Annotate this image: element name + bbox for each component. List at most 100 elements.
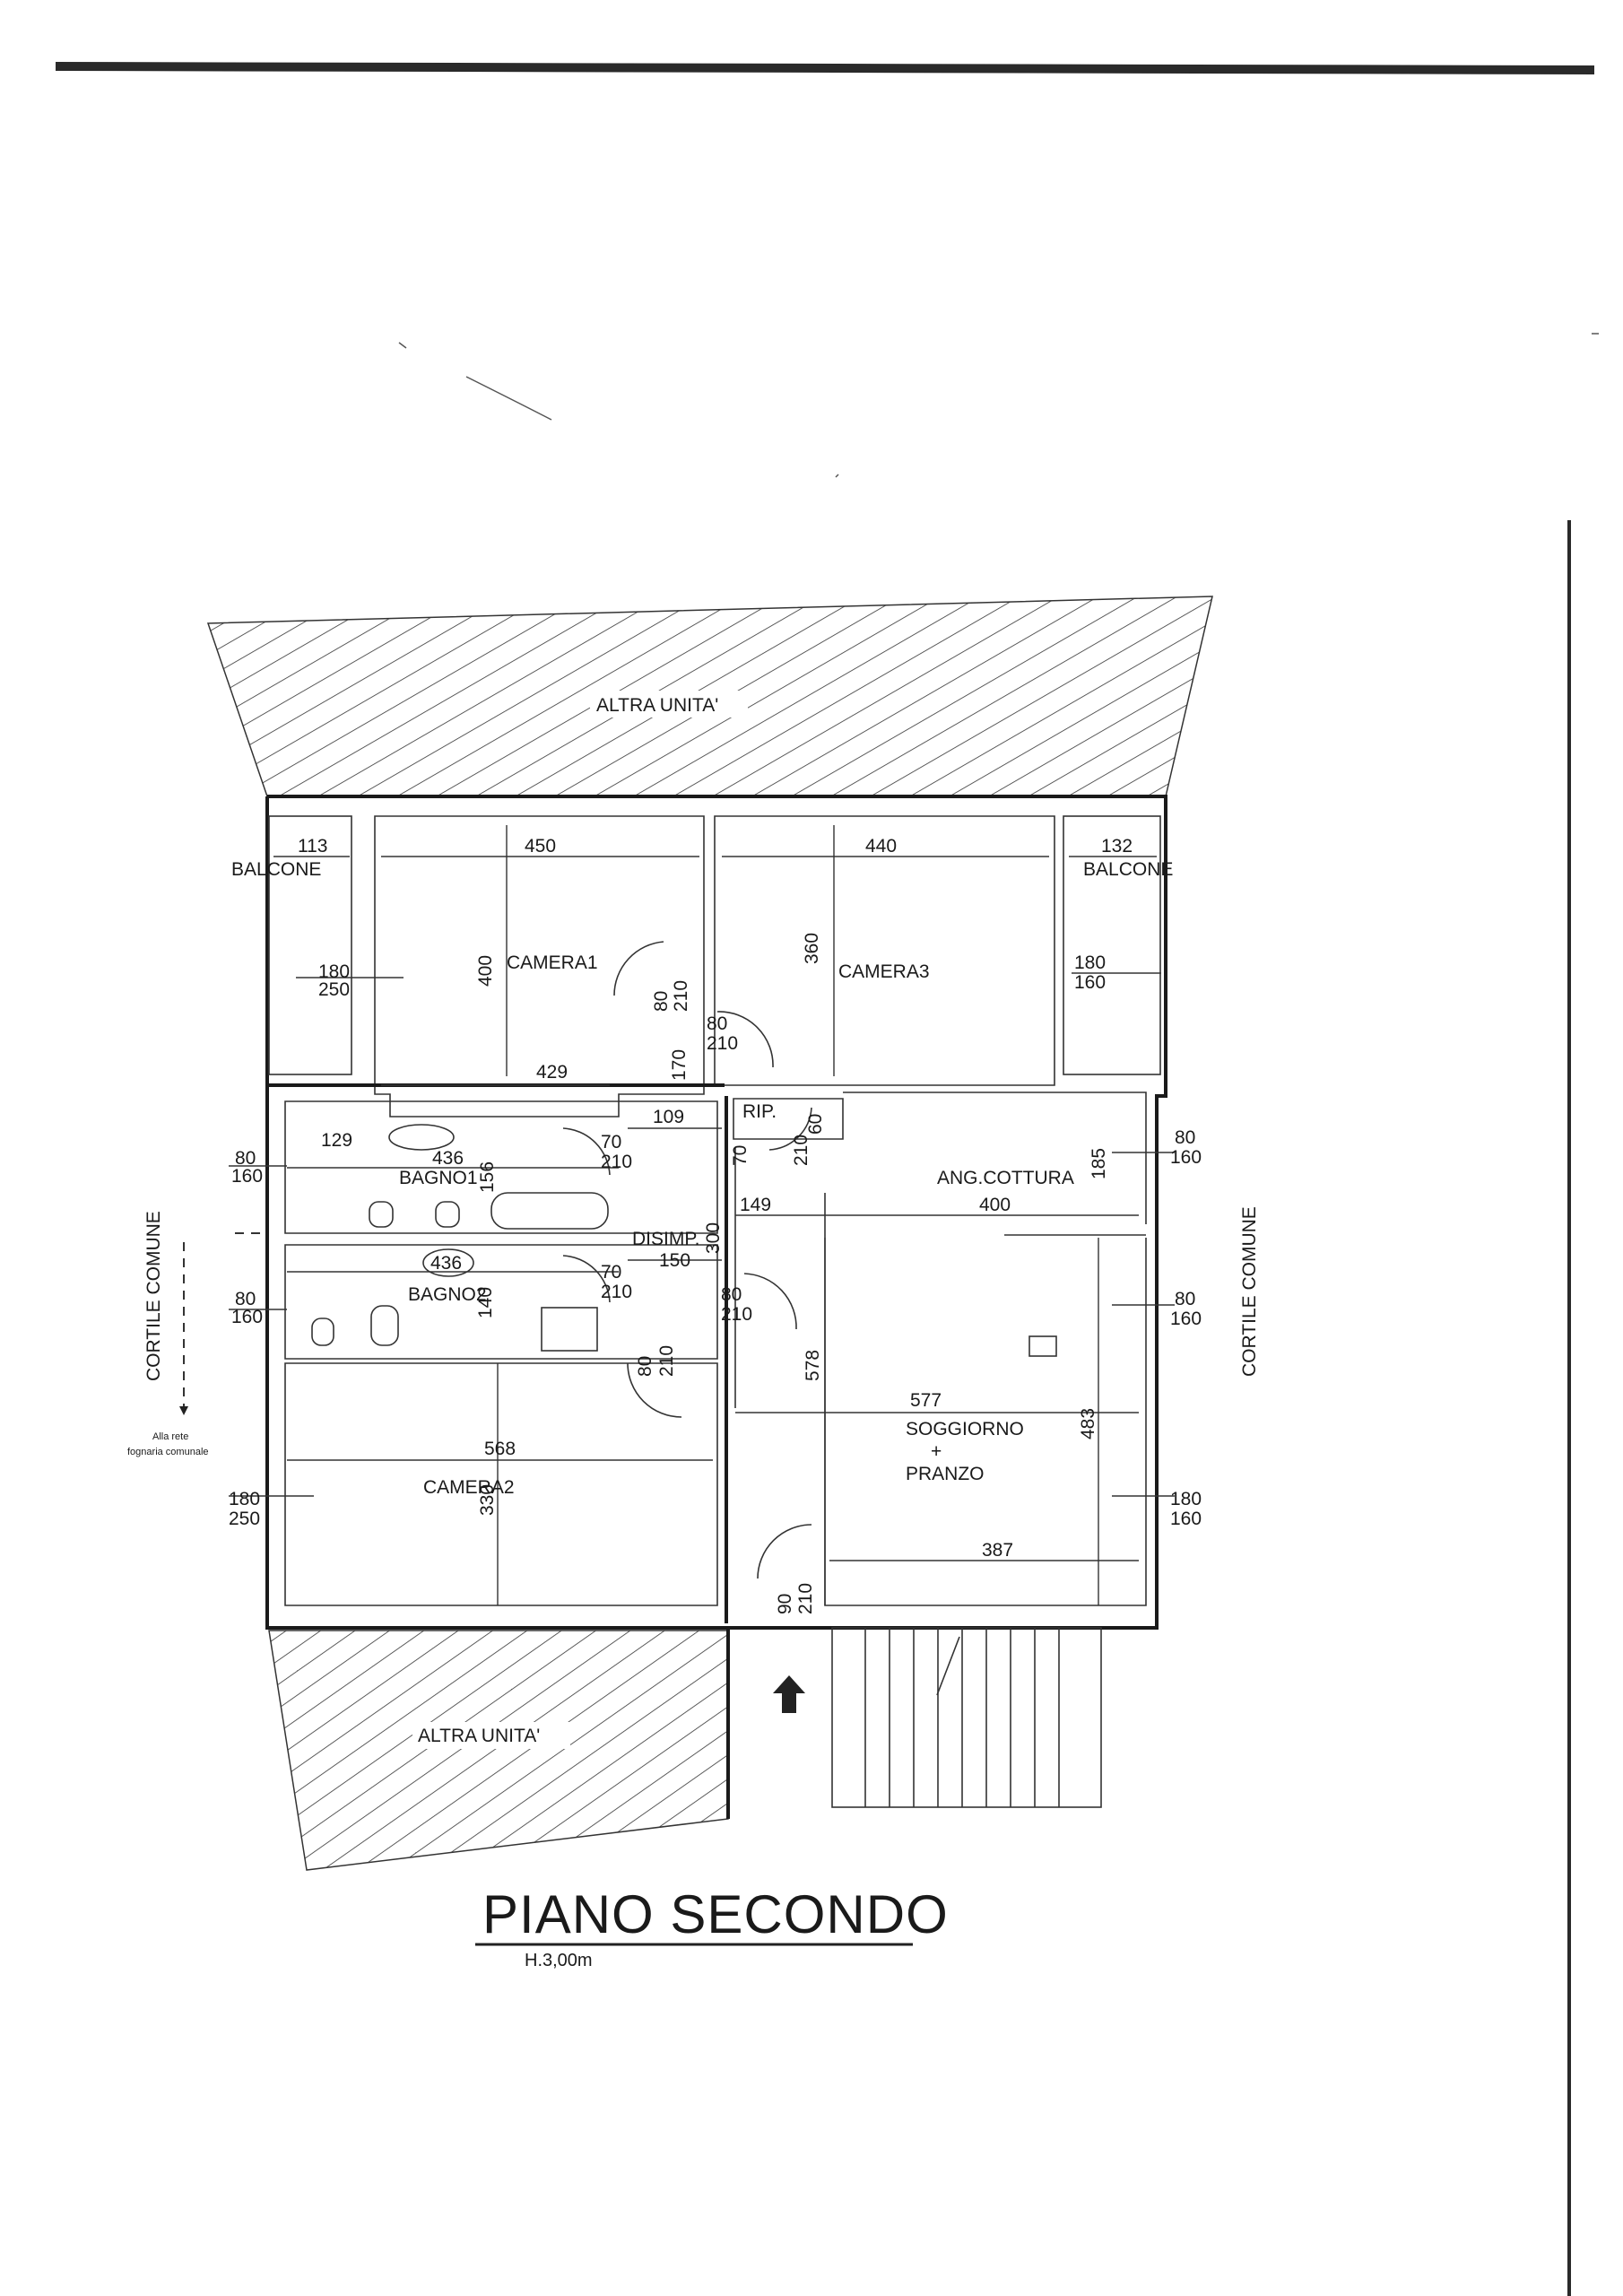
svg-text:568: 568 [484, 1439, 516, 1459]
svg-text:180: 180 [318, 961, 350, 982]
svg-text:70: 70 [730, 1145, 751, 1166]
svg-text:109: 109 [653, 1107, 684, 1127]
svg-text:210: 210 [791, 1135, 812, 1166]
svg-text:210: 210 [601, 1152, 632, 1172]
svg-text:60: 60 [805, 1114, 826, 1135]
svg-text:210: 210 [671, 980, 691, 1012]
shower-tray-icon [541, 1307, 598, 1352]
plan-title: PIANO SECONDO [482, 1884, 949, 1944]
svg-text:180: 180 [229, 1489, 260, 1509]
room-balcone-left: BALCONE [231, 859, 321, 880]
svg-text:80: 80 [707, 1013, 727, 1034]
neighbor-top-label-bg [590, 691, 748, 718]
wc-1-icon [435, 1201, 460, 1228]
svg-text:210: 210 [707, 1033, 738, 1054]
building-walls [265, 795, 1167, 1819]
svg-text:180: 180 [1074, 952, 1106, 973]
courtyard-right-label: CORTILE COMUNE [1239, 1206, 1260, 1377]
svg-text:440: 440 [865, 836, 897, 857]
bidet-1-icon [369, 1201, 394, 1228]
neighbor-top-label: ALTRA UNITA' [596, 695, 718, 716]
svg-text:160: 160 [1170, 1147, 1202, 1168]
svg-text:90: 90 [775, 1594, 795, 1614]
room-bagno1: BAGNO1 [399, 1168, 478, 1188]
door-swings [562, 941, 812, 1579]
sewer-arrow-icon [179, 1406, 188, 1415]
room-disimp: DISIMP. [632, 1229, 699, 1249]
svg-text:436: 436 [432, 1148, 464, 1169]
svg-text:210: 210 [721, 1304, 752, 1325]
svg-text:429: 429 [536, 1062, 568, 1083]
sewer-line [183, 1232, 267, 1408]
svg-text:160: 160 [231, 1307, 263, 1327]
svg-text:210: 210 [601, 1282, 632, 1302]
svg-text:160: 160 [231, 1166, 263, 1187]
svg-text:250: 250 [229, 1509, 260, 1529]
svg-text:156: 156 [477, 1161, 498, 1193]
room-balcone-right: BALCONE [1083, 859, 1173, 880]
neighbor-bottom-hatch [268, 1630, 729, 1871]
svg-text:300: 300 [703, 1222, 724, 1254]
neighbor-bottom-label-bg [412, 1722, 570, 1749]
room-camera2: CAMERA2 [423, 1477, 515, 1498]
sewer-note-line1: Alla rete [152, 1431, 188, 1442]
dimension-labels: 113 450 440 132 400 360 429 109 129 436 … [298, 836, 1133, 1561]
room-rip: RIP. [742, 1101, 777, 1122]
svg-text:80: 80 [1175, 1127, 1195, 1148]
room-camera1: CAMERA1 [507, 952, 598, 973]
dimension-lines [229, 825, 1175, 1605]
svg-text:400: 400 [979, 1195, 1011, 1215]
svg-text:80: 80 [235, 1148, 256, 1169]
svg-text:70: 70 [601, 1262, 621, 1283]
svg-text:180: 180 [1170, 1489, 1202, 1509]
sewer-note-line2: fognaria comunale [127, 1447, 209, 1457]
plan-subtitle: H.3,00m [525, 1951, 593, 1970]
svg-text:80: 80 [651, 991, 672, 1012]
svg-text:483: 483 [1078, 1408, 1098, 1439]
bidet-2-icon [311, 1318, 334, 1346]
svg-text:160: 160 [1170, 1309, 1202, 1329]
svg-text:436: 436 [430, 1253, 462, 1274]
room-pranzo: PRANZO [906, 1464, 985, 1484]
svg-text:149: 149 [740, 1195, 771, 1215]
room-bagno2: BAGNO2 [408, 1284, 487, 1305]
svg-text:140: 140 [475, 1287, 496, 1318]
svg-text:400: 400 [475, 955, 496, 987]
opening-labels: 180 250 180 160 80 210 80 210 170 70 210… [229, 952, 1202, 1614]
svg-text:578: 578 [803, 1350, 823, 1381]
neighbor-bottom-label: ALTRA UNITA' [418, 1726, 540, 1746]
svg-text:80: 80 [721, 1284, 742, 1305]
svg-text:150: 150 [659, 1250, 690, 1271]
svg-text:360: 360 [802, 933, 822, 964]
svg-text:210: 210 [795, 1583, 816, 1614]
svg-text:577: 577 [910, 1390, 942, 1411]
svg-text:160: 160 [1074, 972, 1106, 993]
entry-arrow-icon [773, 1675, 805, 1713]
svg-text:387: 387 [982, 1540, 1013, 1561]
svg-text:185: 185 [1089, 1148, 1109, 1179]
svg-text:330: 330 [477, 1484, 498, 1516]
room-plus: + [931, 1441, 942, 1462]
svg-text:250: 250 [318, 979, 350, 1000]
room-soggiorno: SOGGIORNO [906, 1419, 1024, 1439]
room-ang-cottura: ANG.COTTURA [937, 1168, 1074, 1188]
svg-text:80: 80 [235, 1289, 256, 1309]
bathtub-icon [490, 1192, 609, 1230]
svg-text:80: 80 [635, 1356, 655, 1377]
svg-text:129: 129 [321, 1130, 352, 1151]
scan-marks [398, 333, 1599, 478]
svg-text:160: 160 [1170, 1509, 1202, 1529]
svg-text:450: 450 [525, 836, 556, 857]
room-camera3: CAMERA3 [838, 961, 930, 982]
svg-text:132: 132 [1101, 836, 1133, 857]
svg-text:170: 170 [669, 1049, 690, 1081]
svg-text:70: 70 [601, 1132, 621, 1152]
staircase [831, 1627, 1102, 1808]
courtyard-left-label: CORTILE COMUNE [143, 1211, 164, 1381]
fixtures [311, 1124, 609, 1352]
svg-text:80: 80 [1175, 1289, 1195, 1309]
svg-text:113: 113 [298, 836, 327, 857]
svg-text:210: 210 [656, 1345, 677, 1377]
page-top-rule [55, 62, 1595, 74]
